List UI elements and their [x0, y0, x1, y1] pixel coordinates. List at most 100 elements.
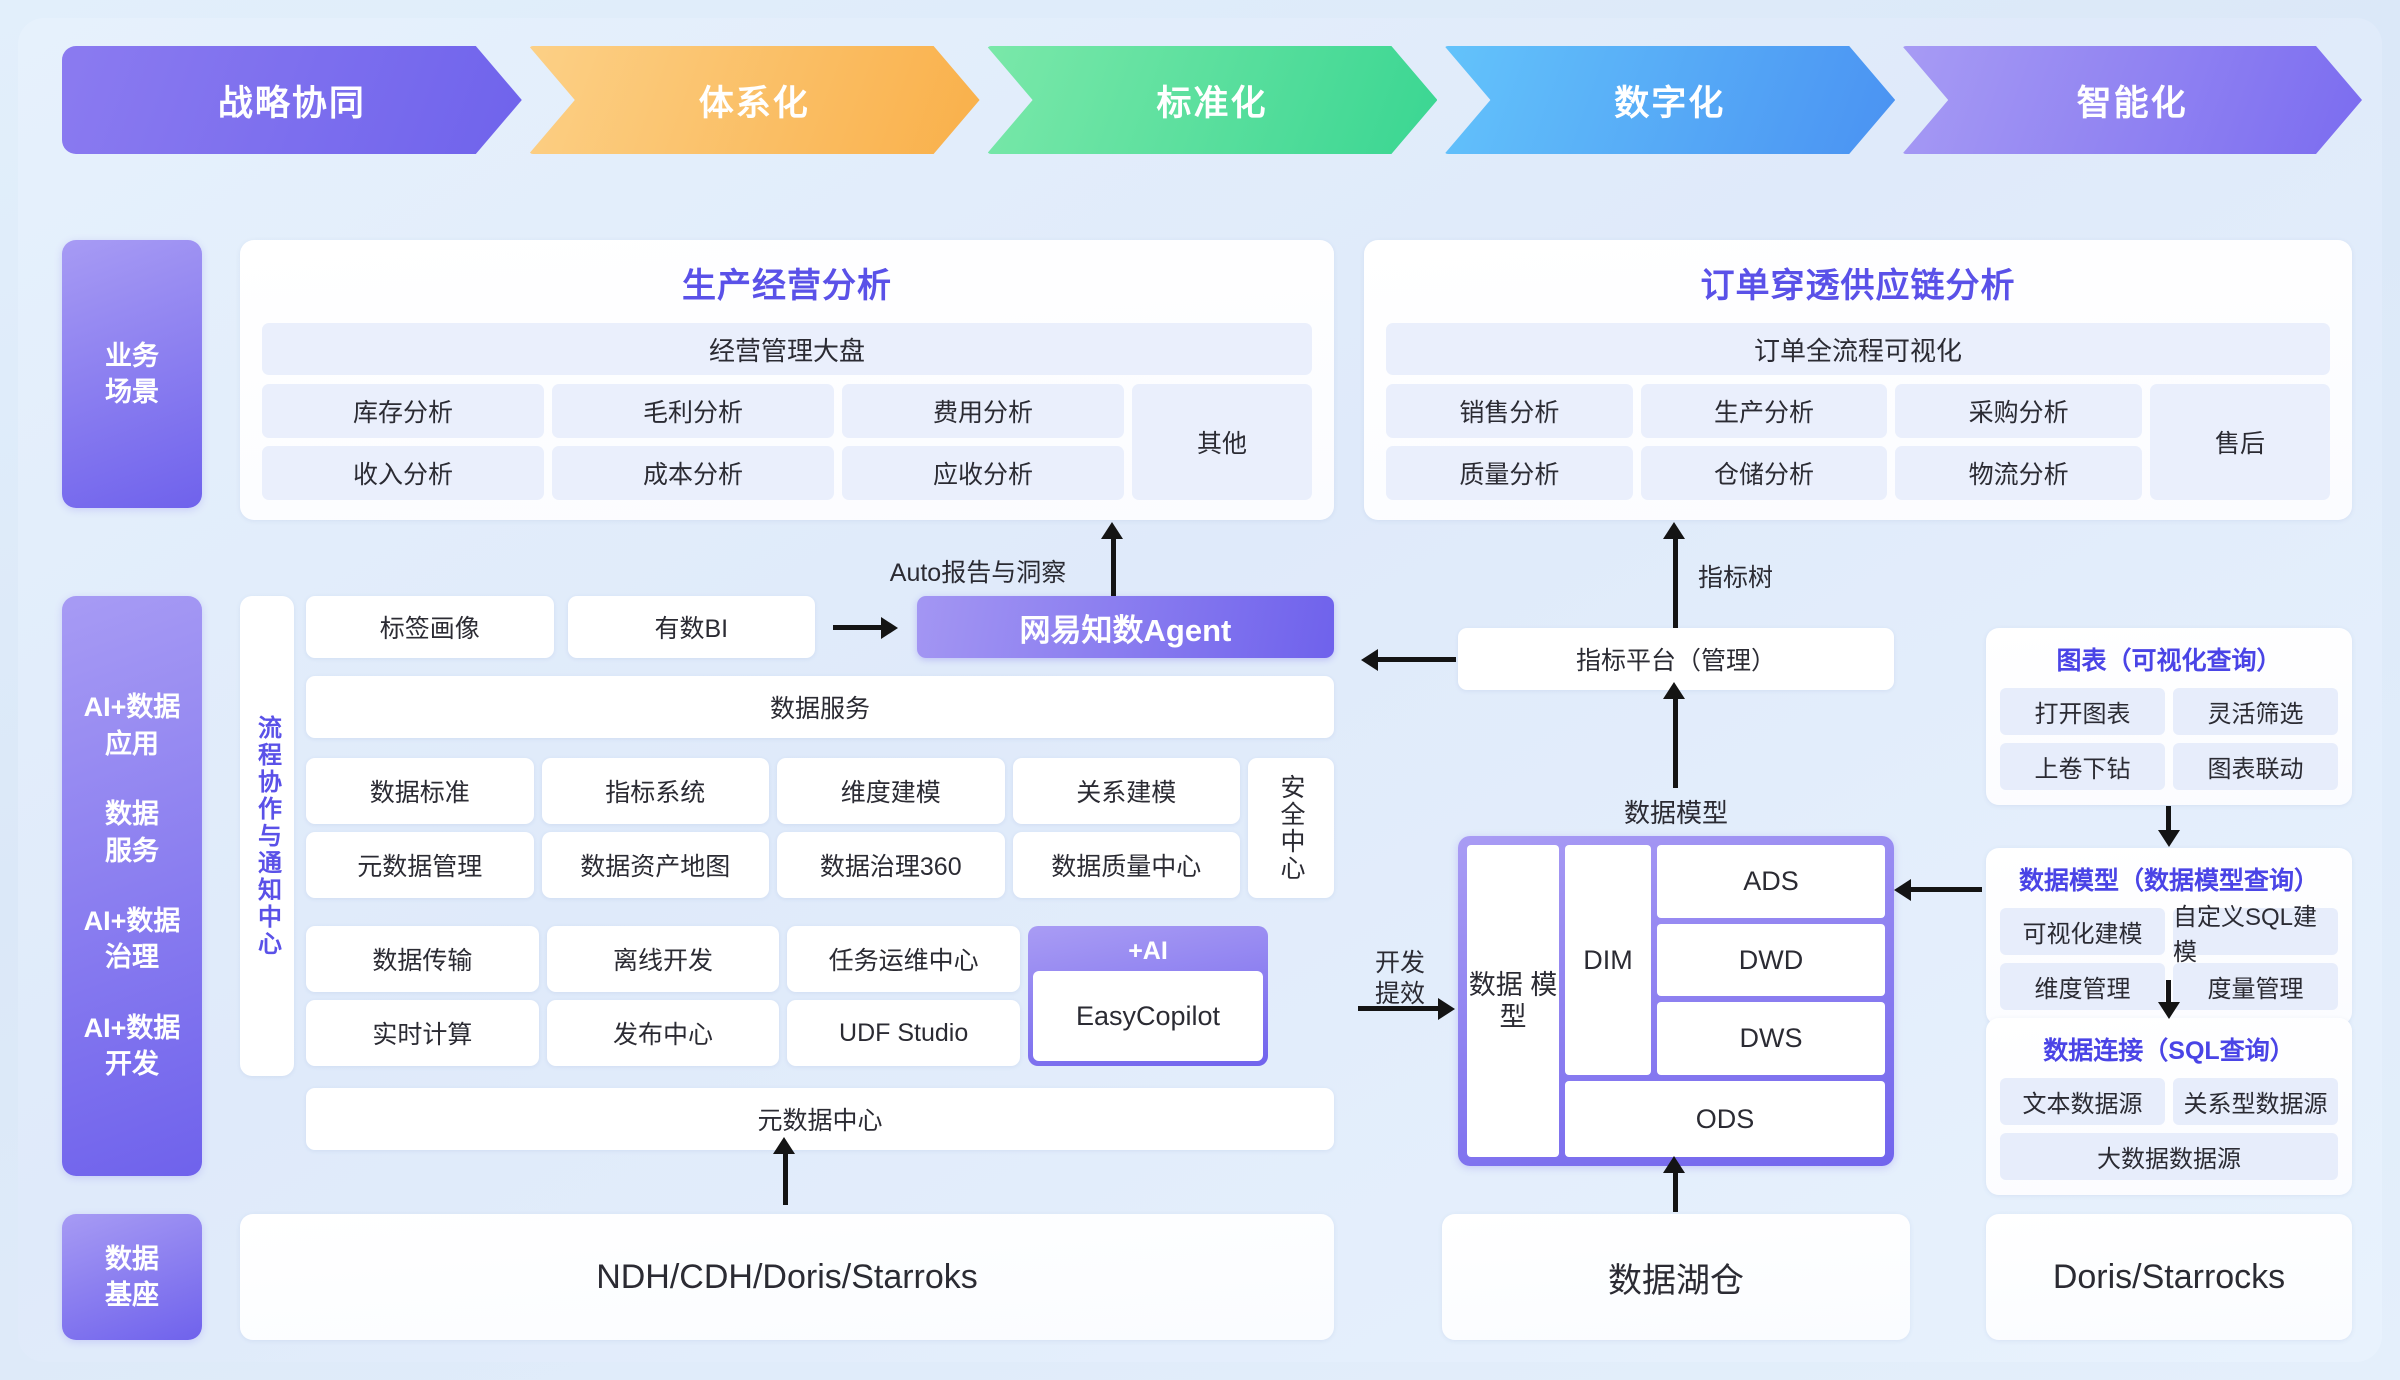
app-cell-youdata-bi[interactable]: 有数BI	[567, 596, 815, 658]
business-left-cell[interactable]: 收入分析	[262, 446, 544, 500]
gov-cell[interactable]: 指标系统	[541, 758, 769, 824]
security-center-label: 安全中心	[1277, 774, 1305, 882]
gov-cell[interactable]: 数据资产地图	[541, 832, 769, 898]
foundation-doris-box[interactable]: Doris/Starrocks	[1986, 1214, 2352, 1340]
maturity-stage-3[interactable]: 标准化	[987, 46, 1438, 154]
foundation-doris-label: Doris/Starrocks	[2052, 1257, 2286, 1296]
business-left-cell[interactable]: 费用分析	[842, 384, 1124, 438]
right-model-cell[interactable]: 维度管理	[2000, 963, 2165, 1010]
easycopilot-label: EasyCopilot	[1033, 971, 1263, 1061]
data-model-layers-wrap: DIM ADS DWD DWS ODS	[1565, 845, 1885, 1157]
business-left-cell[interactable]: 应收分析	[842, 446, 1124, 500]
business-right-cell[interactable]: 物流分析	[1895, 446, 2142, 500]
dev-cell[interactable]: 数据传输	[306, 926, 539, 992]
maturity-stage-5[interactable]: 智能化	[1902, 46, 2362, 154]
data-model-dwd[interactable]: DWD	[1657, 923, 1885, 997]
sidebar-ai-service-label: 数据 服务	[105, 799, 159, 866]
metadata-center-bar[interactable]: 元数据中心	[306, 1088, 1334, 1150]
development-grid: 数据传输 离线开发 任务运维中心 实时计算 发布中心 UDF Studio	[306, 926, 1020, 1066]
app-cell-tag-profile[interactable]: 标签画像	[306, 596, 554, 658]
dev-cell[interactable]: UDF Studio	[787, 1000, 1020, 1066]
right-panel-connection-title: 数据连接（SQL查询）	[2043, 1037, 2295, 1065]
maturity-stage-4[interactable]: 数字化	[1444, 46, 1895, 154]
business-right-cell-grid: 销售分析 生产分析 采购分析 质量分析 仓储分析 物流分析	[1386, 384, 2142, 500]
dev-cell[interactable]: 实时计算	[306, 1000, 539, 1066]
business-left-cell[interactable]: 成本分析	[552, 446, 834, 500]
business-right-cell[interactable]: 生产分析	[1640, 384, 1888, 438]
right-model-cell[interactable]: 自定义SQL建模	[2173, 904, 2338, 966]
business-left-cell-grid: 库存分析 毛利分析 费用分析 收入分析 成本分析 应收分析	[262, 384, 1124, 500]
right-chart-cell[interactable]: 灵活筛选	[2173, 688, 2338, 735]
zhishu-agent-label: 网易知数Agent	[1019, 612, 1232, 648]
dev-cell[interactable]: 离线开发	[546, 926, 780, 992]
sidebar-ai-dev-label: AI+数据 开发	[83, 1012, 181, 1080]
gov-cell[interactable]: 数据标准	[306, 758, 534, 824]
diagram-canvas: 战略协同 体系化 标准化 数字化 智能化 业务 场景 AI+数据 应用 数据 服…	[18, 18, 2382, 1362]
maturity-banner: 战略协同 体系化 标准化 数字化 智能化	[62, 46, 2362, 154]
easycopilot-box[interactable]: +AI EasyCopilot	[1028, 926, 1268, 1066]
business-right-title: 订单穿透供应链分析	[1700, 267, 2016, 305]
zhishu-agent-box[interactable]: 网易知数Agent	[916, 596, 1334, 658]
dev-cell[interactable]: 发布中心	[546, 1000, 780, 1066]
maturity-stage-3-label: 标准化	[1156, 83, 1268, 123]
data-model-dws[interactable]: DWS	[1657, 1002, 1885, 1076]
foundation-ndh-label: NDH/CDH/Doris/Starroks	[596, 1257, 978, 1296]
right-panel-chart-title: 图表（可视化查询）	[2056, 647, 2282, 675]
arrow-label-dev-efficiency: 开发 提效	[1374, 949, 1425, 1008]
sidebar-ai-governance-label: AI+数据 治理	[83, 906, 181, 973]
business-panel-supplychain: 订单穿透供应链分析 订单全流程可视化 销售分析 生产分析 采购分析 质量分析 仓…	[1364, 240, 2352, 520]
right-chart-cell[interactable]: 上卷下钻	[2000, 743, 2165, 790]
metadata-center-label: 元数据中心	[757, 1107, 883, 1135]
business-left-other-cell[interactable]: 其他	[1132, 384, 1312, 500]
data-model-dim[interactable]: DIM	[1565, 845, 1651, 1075]
gov-cell[interactable]: 数据治理360	[777, 832, 1005, 898]
right-panel-chart: 图表（可视化查询） 打开图表 灵活筛选 上卷下钻 图表联动	[1986, 628, 2352, 805]
right-conn-cell[interactable]: 文本数据源	[2000, 1078, 2165, 1125]
data-model-ads[interactable]: ADS	[1657, 845, 1885, 918]
business-right-cell[interactable]: 采购分析	[1895, 384, 2142, 438]
gov-cell[interactable]: 元数据管理	[306, 832, 534, 898]
governance-grid: 数据标准 指标系统 维度建模 关系建模 元数据管理 数据资产地图 数据治理360…	[306, 758, 1240, 898]
right-panel-datamodel-title: 数据模型（数据模型查询）	[2018, 867, 2319, 895]
foundation-ndh-box[interactable]: NDH/CDH/Doris/Starroks	[240, 1214, 1334, 1340]
maturity-stage-1-label: 战略协同	[217, 83, 366, 123]
governance-row: 数据标准 指标系统 维度建模 关系建模 元数据管理 数据资产地图 数据治理360…	[306, 758, 1334, 898]
gov-cell[interactable]: 关系建模	[1012, 758, 1240, 824]
business-left-cell[interactable]: 毛利分析	[552, 384, 834, 438]
data-service-bar[interactable]: 数据服务	[306, 676, 1334, 738]
data-service-label: 数据服务	[769, 695, 870, 723]
business-right-cell[interactable]: 销售分析	[1386, 384, 1633, 438]
dev-cell[interactable]: 任务运维中心	[787, 926, 1020, 992]
maturity-stage-2[interactable]: 体系化	[529, 46, 980, 154]
right-conn-cell-bigdata[interactable]: 大数据数据源	[2000, 1133, 2338, 1180]
data-model-ods[interactable]: ODS	[1565, 1081, 1885, 1157]
right-chart-cell[interactable]: 打开图表	[2000, 688, 2165, 735]
business-right-cell[interactable]: 仓储分析	[1640, 446, 1888, 500]
sidebar-item-data-foundation[interactable]: 数据 基座	[62, 1214, 202, 1340]
sidebar-ai-app-label: AI+数据 应用	[83, 692, 181, 759]
right-chart-cell[interactable]: 图表联动	[2173, 743, 2338, 790]
sidebar-business-label: 业务 场景	[105, 340, 159, 407]
sidebar-item-ai-data[interactable]: AI+数据 应用 数据 服务 AI+数据 治理 AI+数据 开发	[62, 596, 202, 1176]
indicator-platform-label: 指标平台（管理）	[1575, 647, 1776, 675]
business-right-cell[interactable]: 质量分析	[1386, 446, 1633, 500]
right-model-cell[interactable]: 可视化建模	[2000, 908, 2165, 955]
foundation-lakehouse-box[interactable]: 数据湖仓	[1442, 1214, 1910, 1340]
business-left-cell[interactable]: 库存分析	[262, 384, 544, 438]
gov-cell[interactable]: 数据质量中心	[1012, 832, 1240, 898]
plus-ai-badge: +AI	[1128, 936, 1168, 965]
right-conn-cell[interactable]: 关系型数据源	[2173, 1078, 2338, 1125]
right-model-cell[interactable]: 度量管理	[2173, 963, 2338, 1010]
data-model-caption: 数据模型	[1623, 798, 1728, 828]
maturity-stage-1[interactable]: 战略协同	[62, 46, 522, 154]
maturity-stage-2-label: 体系化	[698, 83, 810, 123]
development-row: 数据传输 离线开发 任务运维中心 实时计算 发布中心 UDF Studio +A…	[306, 926, 1334, 1066]
business-right-other-cell[interactable]: 售后	[2150, 384, 2330, 500]
data-model-diagram: 数据 模型 DIM ADS DWD DWS ODS	[1458, 836, 1894, 1166]
security-center-cell[interactable]: 安全中心	[1248, 758, 1334, 898]
process-collaboration-label: 流程协作与通知中心	[240, 596, 294, 1076]
sidebar-ai-groups: AI+数据 应用 数据 服务 AI+数据 治理 AI+数据 开发	[84, 689, 181, 1083]
indicator-platform-box[interactable]: 指标平台（管理）	[1458, 628, 1894, 690]
sidebar-item-business-scene[interactable]: 业务 场景	[62, 240, 202, 508]
gov-cell[interactable]: 维度建模	[777, 758, 1005, 824]
